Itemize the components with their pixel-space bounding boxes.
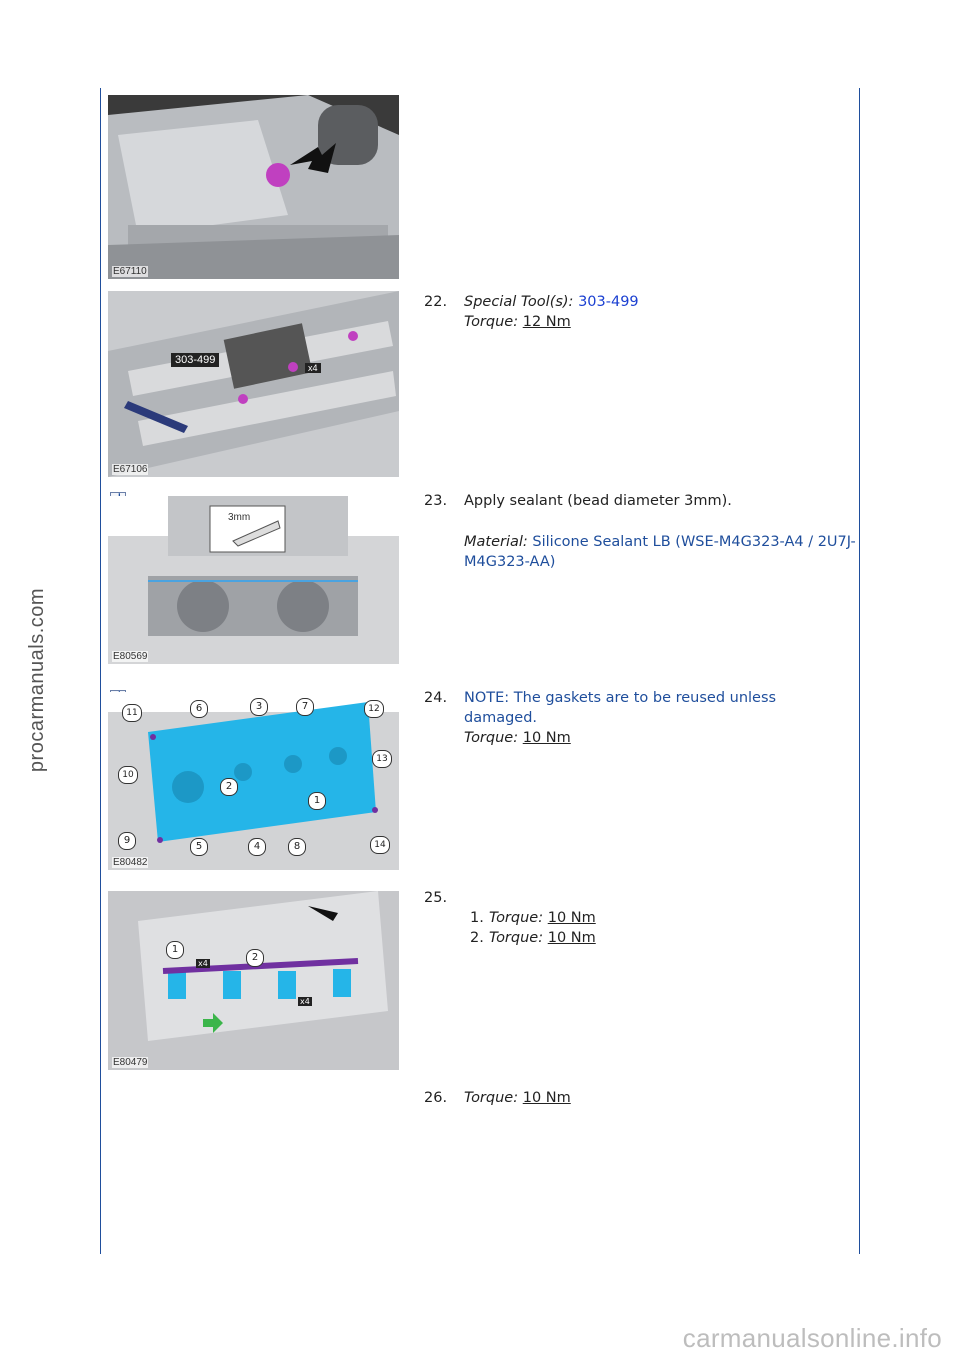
step-number: 25. (424, 890, 448, 906)
bottom-watermark: carmanualsonline.info (682, 1323, 942, 1353)
torque-label: Torque: (464, 730, 519, 746)
torque-label: Torque: (464, 314, 519, 330)
right-border-line (859, 88, 860, 1254)
callout-8: 8 (288, 838, 306, 856)
figure-e80479: 1 2 x4 x4 E80479 (108, 891, 399, 1070)
substep: 1. Torque: 10 Nm (424, 908, 819, 928)
callout-2: 2 (246, 949, 264, 967)
callout-13: 13 (372, 750, 392, 768)
figure-code: E67110 (112, 266, 148, 277)
callout-3: 3 (250, 698, 268, 716)
count-tag: x4 (196, 959, 210, 968)
engine-block-illustration (108, 95, 399, 279)
sealant-illustration (108, 496, 399, 664)
figure-e67106: 303-499 x4 E67106 (108, 291, 399, 477)
material-value: Silicone Sealant LB (WSE-M4G323-A4 / 2U7… (464, 534, 856, 570)
step-number: 23. (424, 493, 448, 509)
torque-value: 10 Nm (547, 910, 596, 926)
step-number: 26. (424, 1090, 448, 1106)
camshaft-illustration (108, 291, 399, 477)
bead-dimension: 3mm (228, 512, 251, 523)
callout-12: 12 (364, 700, 384, 718)
torque-label: Torque: (489, 930, 544, 946)
step-note: NOTE: The gaskets are to be reused unles… (464, 690, 777, 726)
callout-1: 1 (308, 792, 326, 810)
figure-code: E80482 (112, 857, 149, 868)
torque-value: 10 Nm (547, 930, 596, 946)
special-tool-label: Special Tool(s): (464, 294, 574, 310)
tool-tag: 303-499 (171, 353, 220, 367)
callout-9: 9 (118, 832, 136, 850)
callout-11: 11 (122, 704, 142, 722)
figure-code: E80569 (112, 651, 149, 662)
callout-5: 5 (190, 838, 208, 856)
callout-4: 4 (248, 838, 266, 856)
substep-number: 1. (470, 910, 484, 926)
substep: 2. Torque: 10 Nm (424, 928, 819, 948)
side-watermark: procarmanuals.com (26, 587, 48, 773)
count-tag: x4 (298, 997, 312, 1006)
figure-e67110: E67110 (108, 95, 399, 279)
callout-6: 6 (190, 700, 208, 718)
step-number: 22. (424, 294, 448, 310)
substep-number: 2. (470, 930, 484, 946)
figure-e80569: 3mm E80569 (108, 496, 399, 664)
torque-value: 12 Nm (522, 314, 571, 330)
special-tool-link[interactable]: 303-499 (578, 294, 639, 310)
step-text: Apply sealant (bead diameter 3mm). (464, 493, 732, 509)
count-tag: x4 (305, 363, 321, 373)
figure-code: E80479 (112, 1057, 149, 1068)
figure-e80482: 1 2 3 4 5 6 7 8 9 10 11 12 13 14 E80482 (108, 692, 399, 870)
callout-10: 10 (118, 766, 138, 784)
callout-7: 7 (296, 698, 314, 716)
callout-2: 2 (220, 778, 238, 796)
torque-label: Torque: (489, 910, 544, 926)
injector-illustration (108, 891, 399, 1070)
torque-label: Torque: (464, 1090, 519, 1106)
torque-value: 10 Nm (522, 730, 571, 746)
figure-code: E67106 (112, 464, 149, 475)
left-border-line (100, 88, 101, 1254)
torque-value: 10 Nm (522, 1090, 571, 1106)
callout-1: 1 (166, 941, 184, 959)
step-number: 24. (424, 690, 448, 706)
callout-14: 14 (370, 836, 390, 854)
material-label: Material: (464, 534, 528, 550)
